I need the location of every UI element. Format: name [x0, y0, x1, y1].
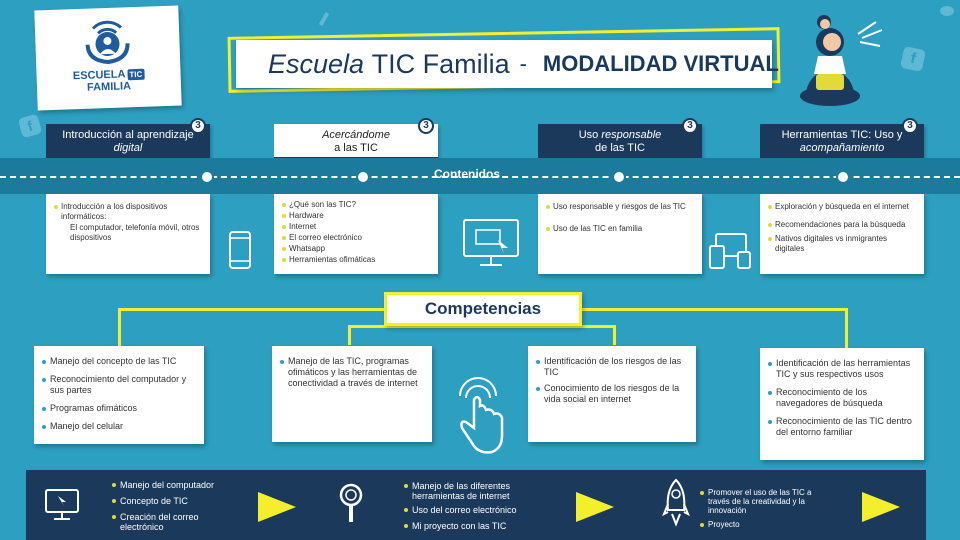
list-item: Mi proyecto con las TIC [404, 521, 544, 531]
touch-hand-icon [459, 377, 504, 454]
list-item: Nativos digitales vs inmigrantes digital… [768, 234, 918, 254]
competencias-banner: Competencias [384, 292, 582, 326]
title-separator: - [519, 51, 527, 76]
section-badge-herramientas: 3 [902, 118, 918, 134]
list-item: Manejo de las TIC, programas ofimáticos … [280, 356, 426, 389]
list-item: Uso de las TIC en familia [546, 224, 696, 234]
section-title-herramientas: Herramientas TIC: Uso y [781, 129, 903, 141]
section-title-acercandome-italic: Acercándome [322, 129, 390, 141]
rocket-icon [662, 478, 690, 527]
competencia-card-3: Identificación de los riesgos de las TIC… [528, 346, 696, 442]
list-item: Uso responsable y riesgos de las TIC [546, 202, 696, 212]
page-title: Escuela TIC Familia-MODALIDAD VIRTUAL [236, 40, 779, 88]
title-regular: TIC Familia [371, 48, 510, 79]
connector-line [118, 308, 386, 311]
timeline-dashes [0, 176, 960, 178]
timeline-dot [836, 170, 850, 184]
section-header-intro: Introducción al aprendizaje digital [46, 124, 210, 160]
devices-icon [709, 233, 751, 269]
logo-tic-badge: TIC [127, 68, 145, 81]
connector-line [845, 308, 848, 348]
connector-line [348, 325, 351, 345]
list-item: Proyecto [700, 520, 828, 529]
list-item: Conocimiento de los riesgos de la vida s… [536, 383, 690, 405]
bottom-bar [26, 470, 926, 540]
list-item: Reconocimiento de las TIC dentro del ent… [768, 416, 918, 438]
connector-line [613, 325, 616, 345]
contenidos-label: Contenidos [434, 167, 500, 181]
connector-line [118, 308, 121, 348]
section-title-uso-italic: responsable [601, 129, 662, 141]
list-item: Introducción a los dispositivos informát… [54, 202, 204, 222]
section-title-uso: Uso [578, 129, 599, 141]
monitor-icon [463, 219, 519, 266]
list-item: Manejo de las diferentes herramientas de… [404, 481, 544, 501]
list-item: Hardware [282, 211, 432, 221]
competencia-card-2: Manejo de las TIC, programas ofimáticos … [272, 346, 432, 442]
content-card-intro: Introducción a los dispositivos informát… [46, 194, 210, 274]
bottom-list-2: Manejo de las diferentes herramientas de… [404, 481, 544, 535]
list-item: Identificación de los riesgos de las TIC [536, 356, 690, 378]
section-title-herramientas-italic: acompañamiento [799, 142, 885, 154]
list-item: El correo electrónico [282, 233, 432, 243]
list-item: Uso del correo electrónico [404, 505, 544, 515]
bottom-list-1: Manejo del computador Concepto de TIC Cr… [112, 480, 242, 536]
timeline-dot [200, 170, 214, 184]
section-header-uso: Uso responsable de las TIC [538, 124, 702, 160]
section-badge-acercandome: 3 [418, 118, 434, 134]
section-title-acercandome: a las TIC [334, 142, 378, 154]
connector-line [348, 325, 616, 328]
content-card-herramientas: Exploración y búsqueda en el internet Re… [760, 194, 924, 274]
content-card-uso: Uso responsable y riesgos de las TIC Uso… [538, 194, 702, 274]
list-item: Manejo del computador [112, 480, 242, 490]
content-card-acercandome: ¿Qué son las TIC? Hardware Internet El c… [274, 194, 438, 274]
section-header-acercandome: Acercándome a las TIC [274, 124, 438, 160]
wifi-family-logo-icon [85, 20, 130, 65]
section-title-intro: Introducción al aprendizaje [62, 129, 194, 141]
list-item: Reconocimiento del computador y sus part… [42, 374, 198, 396]
section-title-uso-2: de las TIC [595, 142, 645, 154]
play-triangle-icon [862, 492, 900, 522]
connector-line [580, 308, 848, 311]
smartphone-icon [229, 231, 251, 269]
play-triangle-icon [258, 492, 296, 522]
list-item: Concepto de TIC [112, 496, 242, 506]
title-bold: MODALIDAD VIRTUAL [542, 51, 779, 76]
play-triangle-icon [576, 492, 614, 522]
list-item: Identificación de las herramientas TIC y… [768, 358, 918, 380]
facebook-icon: f [17, 113, 43, 139]
competencia-card-4: Identificación de las herramientas TIC y… [760, 348, 924, 460]
dot-decoration [940, 6, 954, 16]
list-item: Manejo del concepto de las TIC [42, 356, 198, 367]
list-item: Exploración y búsqueda en el internet [768, 202, 918, 212]
list-item-detail: El computador, telefonía móvil, otros di… [70, 223, 200, 242]
list-item: Recomendaciones para la búsqueda [768, 220, 918, 230]
title-italic: Escuela [268, 48, 365, 79]
section-header-herramientas: Herramientas TIC: Uso y acompañamiento [760, 124, 924, 160]
list-item: Internet [282, 222, 432, 232]
list-item: Herramientas ofimáticas [282, 255, 432, 265]
list-item: Reconocimiento de los navegadores de bús… [768, 387, 918, 409]
section-title-intro-italic: digital [113, 142, 143, 154]
section-badge-intro: 3 [190, 118, 206, 134]
list-item: Programas ofimáticos [42, 403, 198, 414]
list-item: Manejo del celular [42, 421, 198, 432]
facebook-icon: f [899, 45, 927, 73]
boy-on-rocket-illustration [800, 15, 883, 106]
bottom-list-3: Promover el uso de las TIC a través de l… [700, 488, 828, 533]
list-item: ¿Qué son las TIC? [282, 200, 432, 210]
list-item: Creación del correo electrónico [112, 512, 242, 532]
pencil-icon [318, 11, 330, 27]
list-item: Promover el uso de las TIC a través de l… [700, 488, 828, 515]
section-badge-uso: 3 [682, 118, 698, 134]
list-item: Whatsapp [282, 244, 432, 254]
timeline-dot [356, 170, 370, 184]
timeline-dot [612, 170, 626, 184]
computer-icon [45, 489, 79, 520]
competencia-card-1: Manejo del concepto de las TIC Reconocim… [34, 346, 204, 444]
magnifier-icon [339, 483, 363, 522]
